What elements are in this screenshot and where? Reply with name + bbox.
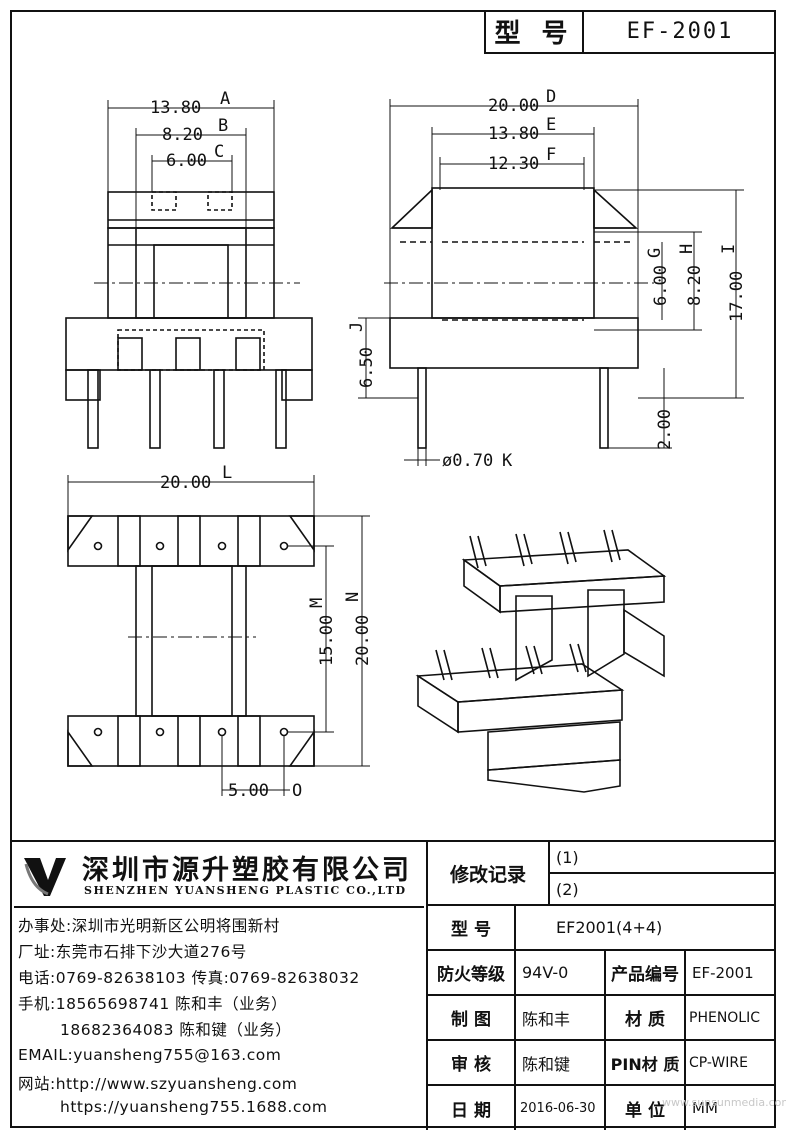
dim-f: 12.30 xyxy=(488,154,539,174)
checked-value: 陈和键 xyxy=(522,1054,571,1074)
fire-rating-label: 防火等级 xyxy=(437,965,505,985)
dim-h-letter: H xyxy=(677,244,697,254)
date-value: 2016-06-30 xyxy=(520,1100,596,1116)
dim-m-letter: M xyxy=(307,598,327,608)
dim-c-letter: C xyxy=(214,142,224,162)
dim-g-letter: G xyxy=(645,248,665,258)
dim-b-letter: B xyxy=(218,116,228,136)
front-view xyxy=(65,100,313,449)
checked-label: 审 核 xyxy=(451,1055,491,1075)
dim-g: 6.00 xyxy=(651,265,671,306)
dim-pin: ø0.70 xyxy=(442,451,493,471)
dim-j-letter: J xyxy=(347,322,367,332)
dim-d: 20.00 xyxy=(488,96,539,116)
pin-material-value: CP-WIRE xyxy=(689,1054,748,1071)
dim-i: 17.00 xyxy=(727,271,747,322)
website-1: 网站:http://www.szyuansheng.com xyxy=(18,1075,298,1093)
mobile-1: 手机:18565698741 陈和丰（业务） xyxy=(18,995,288,1013)
dim-h: 8.20 xyxy=(685,265,705,306)
drawn-label: 制 图 xyxy=(451,1010,491,1030)
revision-2: (2) xyxy=(556,879,579,899)
dim-i-letter: I xyxy=(719,244,739,254)
technical-drawing: 13.80 A 8.20 B 6.00 C 20.00 D 13.80 E 12… xyxy=(65,87,747,801)
title-block: 深圳市源升塑胶有限公司 SHENZHEN YUANSHENG PLASTIC C… xyxy=(10,840,776,1130)
email: EMAIL:yuansheng755@163.com xyxy=(18,1046,282,1064)
dim-n: 20.00 xyxy=(353,615,373,666)
dim-k: 2.00 xyxy=(655,409,675,450)
dimension-labels: 13.80 A 8.20 B 6.00 C 20.00 D 13.80 E 12… xyxy=(150,87,747,801)
dim-f-letter: F xyxy=(546,145,556,165)
title-model-value: EF-2001 xyxy=(626,18,734,44)
office-address: 办事处:深圳市光明新区公明将围新村 xyxy=(18,917,280,935)
model-value: EF2001(4+4) xyxy=(556,918,663,937)
dim-e: 13.80 xyxy=(488,124,539,144)
company-name-cn: 深圳市源升塑胶有限公司 xyxy=(82,855,412,886)
dim-l: 20.00 xyxy=(160,473,211,493)
dim-a: 13.80 xyxy=(150,98,201,118)
material-label: 材 质 xyxy=(625,1010,665,1030)
factory-address: 厂址:东莞市石排下沙大道276号 xyxy=(18,943,247,961)
dim-j: 6.50 xyxy=(357,347,377,388)
dim-d-letter: D xyxy=(546,87,556,107)
dim-pin-letter: K xyxy=(502,451,513,471)
company-header: 深圳市源升塑胶有限公司 SHENZHEN YUANSHENG PLASTIC C… xyxy=(14,846,424,908)
fire-rating-value: 94V-0 xyxy=(522,963,569,982)
product-no-label: 产品编号 xyxy=(611,965,679,985)
unit-value: MM xyxy=(692,1099,718,1117)
company-logo-icon xyxy=(24,858,66,896)
product-no-value: EF-2001 xyxy=(692,963,754,982)
material-value: PHENOLIC xyxy=(689,1009,761,1026)
mobile-2: 18682364083 陈和键（业务） xyxy=(60,1021,292,1039)
title-model-label: 型 号 xyxy=(486,10,584,52)
dim-b: 8.20 xyxy=(162,125,203,145)
dim-n-letter: N xyxy=(343,592,363,602)
phone-fax: 电话:0769-82638103 传真:0769-82638032 xyxy=(18,969,360,987)
pin-material-label: PIN材 质 xyxy=(610,1054,680,1074)
title-model-box: 型 号 EF-2001 xyxy=(484,10,776,54)
model-label: 型 号 xyxy=(451,920,491,940)
drawn-value: 陈和丰 xyxy=(522,1009,571,1029)
website-2: https://yuansheng755.1688.com xyxy=(60,1098,328,1116)
dim-c: 6.00 xyxy=(166,151,207,171)
watermark: www.sunsunmedia.com xyxy=(662,1096,786,1109)
company-block: 深圳市源升塑胶有限公司 SHENZHEN YUANSHENG PLASTIC C… xyxy=(10,842,428,1130)
side-view xyxy=(358,99,744,466)
bottom-view xyxy=(67,475,370,796)
spec-table: 修改记录 (1) (2) 型 号 EF2001(4+4) 防火等级 94V-0 … xyxy=(428,842,776,1130)
drawing-frame xyxy=(10,10,776,1128)
dim-a-letter: A xyxy=(220,89,230,109)
revision-label: 修改记录 xyxy=(449,863,526,886)
dim-o: 5.00 xyxy=(228,781,269,801)
company-name-en: SHENZHEN YUANSHENG PLASTIC CO.,LTD xyxy=(84,884,407,897)
dim-m: 15.00 xyxy=(317,615,337,666)
date-label: 日 期 xyxy=(451,1100,491,1121)
revision-1: (1) xyxy=(556,847,579,867)
dim-l-letter: L xyxy=(222,463,232,483)
dim-e-letter: E xyxy=(546,115,556,135)
unit-label: 单 位 xyxy=(625,1100,665,1121)
dim-o-letter: O xyxy=(292,781,302,801)
isometric-view xyxy=(415,529,667,793)
